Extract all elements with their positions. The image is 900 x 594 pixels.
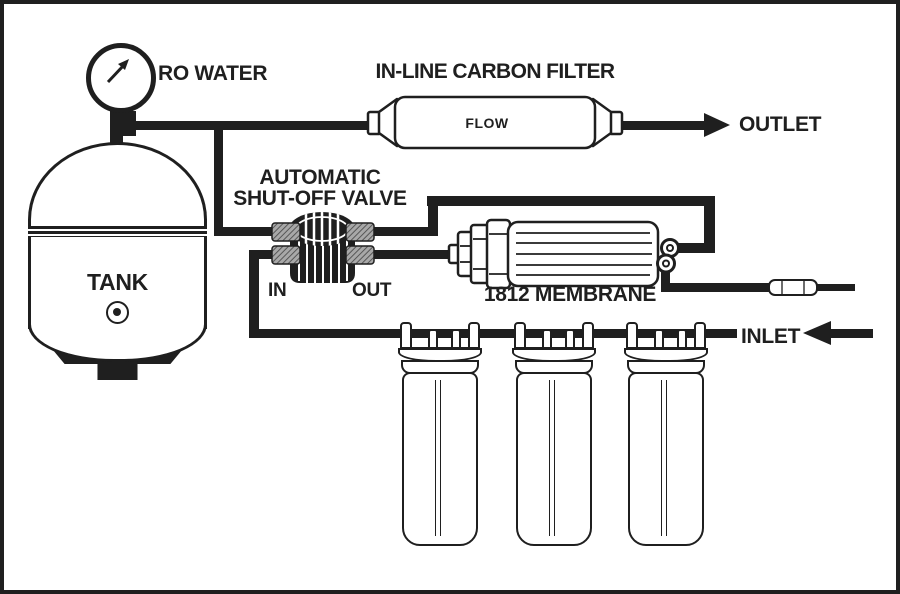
tank-seam-line — [28, 226, 207, 229]
pipe-valve-upper-left — [214, 227, 282, 236]
pipe-inlet-feed — [830, 329, 873, 338]
shutoff-valve — [271, 212, 375, 283]
pipe-ro-line — [116, 121, 378, 130]
pipe-riser — [428, 196, 438, 236]
prefilter-housing-1 — [398, 322, 482, 572]
ro-water-label: RO WATER — [158, 62, 268, 85]
valve-title: AUTOMATIC SHUT-OFF VALVE — [222, 167, 418, 209]
pipe-branch-drop — [214, 121, 223, 236]
gauge-needle-icon — [106, 59, 129, 84]
pipe-drain-tail — [815, 284, 855, 291]
pipe-loop-drop — [704, 196, 715, 253]
inlet-arrow — [803, 321, 831, 345]
pressure-gauge — [86, 43, 156, 113]
tank-port-dot — [113, 308, 121, 316]
membrane-label: 1812 MEMBRANE — [483, 283, 657, 306]
tank-dome — [28, 142, 207, 226]
tank-label: TANK — [87, 269, 148, 295]
outlet-arrow — [704, 113, 730, 137]
tank-port — [106, 301, 129, 324]
pipe-loop-bottom — [670, 243, 715, 253]
carbon-filter-title: IN-LINE CARBON FILTER — [375, 60, 616, 83]
valve-port-lower-in — [271, 245, 301, 265]
inlet-label: INLET — [741, 325, 801, 348]
pipe-valve-lower-left — [249, 250, 283, 259]
pipe-valve-out-to-membrane — [350, 250, 450, 259]
membrane-1812 — [447, 218, 680, 290]
flow-label: FLOW — [465, 115, 508, 131]
pipe-left-drop — [249, 250, 259, 338]
pipe-valve-upper-right — [350, 227, 438, 236]
tank-seam-line — [28, 231, 207, 234]
pipe-outlet-line — [620, 121, 706, 130]
outlet-label: OUTLET — [739, 113, 822, 136]
flow-restrictor — [768, 279, 818, 296]
valve-title-line2: SHUT-OFF VALVE — [233, 187, 407, 210]
prefilter-housing-2 — [512, 322, 596, 572]
valve-port-upper-in — [271, 222, 301, 242]
valve-out-label: OUT — [352, 280, 392, 301]
valve-port-lower-out — [345, 245, 375, 265]
prefilter-housing-3 — [624, 322, 708, 572]
inline-carbon-filter: FLOW — [366, 95, 624, 150]
valve-in-label: IN — [268, 280, 287, 301]
pipe-loop-top — [427, 196, 715, 206]
valve-port-upper-out — [345, 222, 375, 242]
pipe-drain-line — [661, 283, 771, 292]
valve-title-line1: AUTOMATIC — [259, 166, 381, 189]
pipe-drain-drop — [661, 264, 670, 291]
pipe-inlet-manifold — [250, 329, 737, 338]
